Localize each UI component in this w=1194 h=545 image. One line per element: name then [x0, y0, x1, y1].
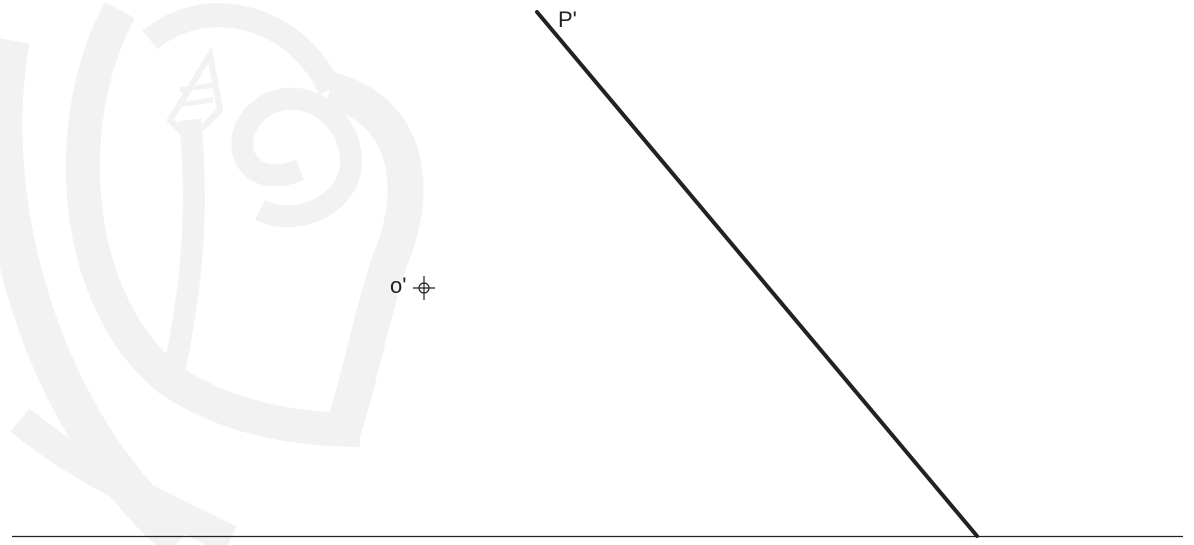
point-marker-icon — [413, 276, 435, 300]
logo-watermark — [0, 1, 424, 545]
plane-trace-label: P' — [558, 7, 577, 32]
point-label: o' — [390, 273, 406, 298]
plane-trace-line — [535, 10, 979, 538]
